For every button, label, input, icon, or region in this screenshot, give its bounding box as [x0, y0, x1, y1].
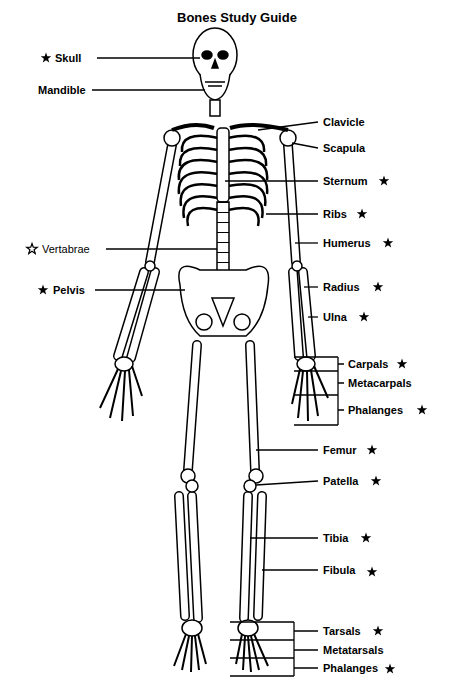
diagram-title: Bones Study Guide	[177, 10, 297, 25]
sternum-bone	[217, 128, 229, 202]
eye-socket	[202, 51, 212, 59]
bone-label: Scapula	[323, 142, 365, 155]
leader-line	[250, 537, 318, 538]
nasal-cavity	[212, 60, 218, 68]
rib	[187, 208, 218, 226]
bone-label: Ulna	[323, 311, 347, 324]
star-symbol	[373, 626, 383, 636]
clavicle-bone	[172, 125, 214, 130]
star-symbol	[361, 533, 371, 543]
leader-line	[95, 289, 185, 290]
leader-lines	[92, 58, 344, 676]
leader-line	[258, 122, 318, 130]
leader-line	[266, 213, 318, 214]
star-symbol	[373, 282, 383, 292]
patella-bone	[244, 480, 256, 492]
pelvic-opening	[196, 314, 212, 330]
foot-bones	[174, 634, 206, 672]
star-symbol	[385, 664, 395, 674]
leader-line	[292, 143, 318, 148]
patella-bone	[186, 480, 198, 492]
bone-label: Metacarpals	[348, 377, 412, 390]
star-symbol	[359, 312, 369, 322]
bone-label: Pelvis	[53, 284, 85, 297]
skull-shape	[193, 28, 237, 82]
neck-vertebrae	[210, 100, 220, 116]
elbow-joint	[145, 261, 155, 271]
pelvis-shape	[179, 266, 269, 336]
bone-label: Radius	[323, 281, 360, 294]
bone-fill	[118, 145, 311, 618]
bone-label: Humerus	[323, 237, 371, 250]
bone-label: Tarsals	[323, 625, 361, 638]
leader-line	[97, 57, 200, 58]
bone-label: Ribs	[323, 208, 347, 221]
star-symbol	[383, 238, 393, 248]
star-symbol	[367, 445, 377, 455]
rib	[228, 208, 259, 226]
bone-label: Sternum	[323, 175, 368, 188]
leader-line	[256, 481, 318, 485]
leader-line	[308, 316, 318, 317]
leader-line	[92, 89, 205, 90]
bone-label: Skull	[55, 52, 81, 65]
star-symbol	[379, 176, 389, 186]
star-symbol	[397, 359, 407, 369]
leader-line	[225, 180, 318, 181]
star-symbol	[367, 567, 377, 577]
hand-bones	[100, 366, 142, 421]
leader-line	[106, 248, 217, 249]
wrist-bones	[297, 357, 315, 371]
pelvic-opening	[234, 314, 250, 330]
leader-line	[304, 286, 318, 287]
bone-label: Patella	[323, 475, 358, 488]
skeleton-parts	[100, 28, 328, 672]
star-marks	[38, 53, 427, 674]
bracket	[294, 357, 344, 425]
bone-label: Tibia	[323, 532, 348, 545]
mandible-shape	[200, 74, 230, 100]
eye-socket	[218, 51, 228, 59]
star-symbol	[41, 53, 51, 63]
teeth	[205, 82, 225, 86]
shoulder-joint	[164, 130, 180, 146]
bone-label: Fibula	[323, 564, 355, 577]
bone-label: Metatarsals	[323, 644, 384, 657]
sacrum	[212, 298, 234, 326]
bone-label: Phalanges	[348, 404, 403, 417]
bone-label: Vertabrae	[42, 243, 90, 256]
bone-label: Mandible	[38, 84, 86, 97]
star-symbol	[38, 285, 48, 295]
hand-bones	[292, 366, 328, 421]
star-symbol	[417, 405, 427, 415]
leader-line	[256, 449, 318, 450]
elbow-joint	[292, 261, 302, 271]
star-symbol	[371, 476, 381, 486]
star-outline-symbol	[27, 244, 37, 254]
bone-label: Femur	[323, 444, 357, 457]
bone-outline	[118, 145, 311, 618]
bone-label: Carpals	[348, 358, 388, 371]
leader-line	[262, 569, 318, 570]
bracket	[230, 622, 318, 676]
leader-line	[295, 242, 318, 243]
star-symbol	[357, 209, 367, 219]
bone-label: Phalanges	[323, 662, 378, 675]
bone-label: Clavicle	[323, 116, 365, 129]
ankle-bones	[182, 620, 202, 636]
